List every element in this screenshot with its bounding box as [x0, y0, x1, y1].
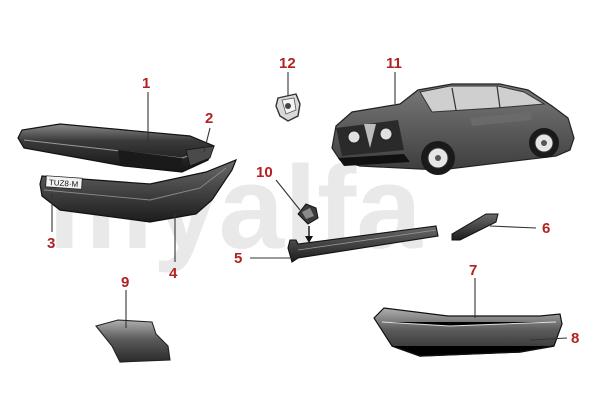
corner-piece-illustration — [95, 319, 171, 363]
leader-8 — [529, 337, 568, 341]
callout-2: 2 — [205, 110, 213, 127]
callout-numbers: 1 2 3 4 5 6 7 8 9 10 11 12 — [47, 55, 579, 347]
front-spoiler-illustration: TUZ8·M — [39, 158, 238, 223]
leader-10 — [275, 179, 301, 211]
callout-10: 10 — [256, 164, 273, 181]
callout-3: 3 — [47, 235, 55, 252]
callout-12: 12 — [279, 55, 296, 72]
callout-1: 1 — [142, 75, 150, 92]
callout-9: 9 — [121, 274, 129, 291]
side-skirt-illustration — [287, 225, 439, 263]
leader-2 — [203, 127, 211, 153]
leader-lines — [51, 72, 568, 341]
rear-bumper-illustration — [373, 307, 563, 357]
callout-8: 8 — [571, 330, 579, 347]
callout-7: 7 — [469, 262, 477, 279]
skirt-end-illustration — [451, 213, 499, 241]
callout-11: 11 — [386, 55, 402, 72]
front-bumper-illustration — [17, 123, 215, 173]
callout-4: 4 — [169, 265, 178, 282]
callout-5: 5 — [234, 250, 242, 267]
callout-6: 6 — [542, 220, 550, 237]
license-plate-text: TUZ8·M — [49, 178, 79, 189]
part-clip-illustration — [275, 93, 301, 122]
leader-6 — [489, 225, 537, 229]
side-clip-illustration — [297, 203, 319, 243]
car-illustration — [331, 83, 575, 175]
